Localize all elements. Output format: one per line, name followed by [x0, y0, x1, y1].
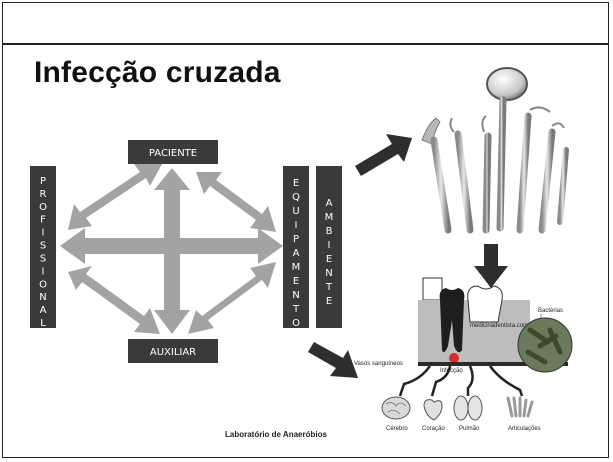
- box-paciente-label: PACIENTE: [149, 148, 197, 159]
- vessels-label: Vasos sanguíneos: [354, 361, 403, 367]
- header-divider: [2, 43, 609, 45]
- organ-label-brain: Cérebro: [386, 426, 408, 432]
- organ-label-heart: Coração: [422, 426, 445, 432]
- organ-heart: Coração: [422, 399, 445, 432]
- arrow-profissional-paciente: [68, 164, 162, 230]
- empty-white-box: [422, 277, 443, 301]
- vertical-double-arrow: [154, 168, 190, 334]
- arrow-equipamento-auxiliar: [188, 262, 276, 334]
- organ-joints: Articulações: [506, 396, 541, 432]
- box-auxiliar-label: AUXILIAR: [150, 347, 196, 358]
- bacteria-label: Bactérias: [538, 308, 563, 314]
- arrow-to-instruments: [355, 134, 412, 176]
- arrow-to-organs: [308, 342, 358, 378]
- organ-label-joints: Articulações: [508, 426, 541, 432]
- dental-instruments-image: [421, 67, 569, 234]
- box-paciente: PACIENTE: [128, 140, 218, 164]
- box-auxiliar: AUXILIAR: [128, 339, 218, 363]
- arrow-paciente-equipamento: [196, 172, 276, 232]
- tooth-infection-illustration: medicinadentista.com.br Infecção Bactéri…: [354, 277, 573, 432]
- organ-lungs: Pulmão: [453, 395, 483, 432]
- organ-brain: Cérebro: [381, 396, 411, 432]
- slide-frame: [2, 2, 609, 458]
- arrow-network: [60, 164, 283, 334]
- organ-label-lungs: Pulmão: [459, 426, 480, 432]
- website-watermark: medicinadentista.com.br: [470, 323, 535, 329]
- arrow-to-tooth: [474, 244, 508, 288]
- infection-dot: [449, 353, 459, 363]
- slide-title: Infecção cruzada: [34, 56, 281, 89]
- lab-caption: Laboratório de Anaeróbios: [225, 430, 327, 439]
- arrow-profissional-auxiliar: [68, 266, 160, 334]
- infection-label: Infecção: [440, 368, 463, 374]
- dental-mirror-head: [486, 67, 528, 101]
